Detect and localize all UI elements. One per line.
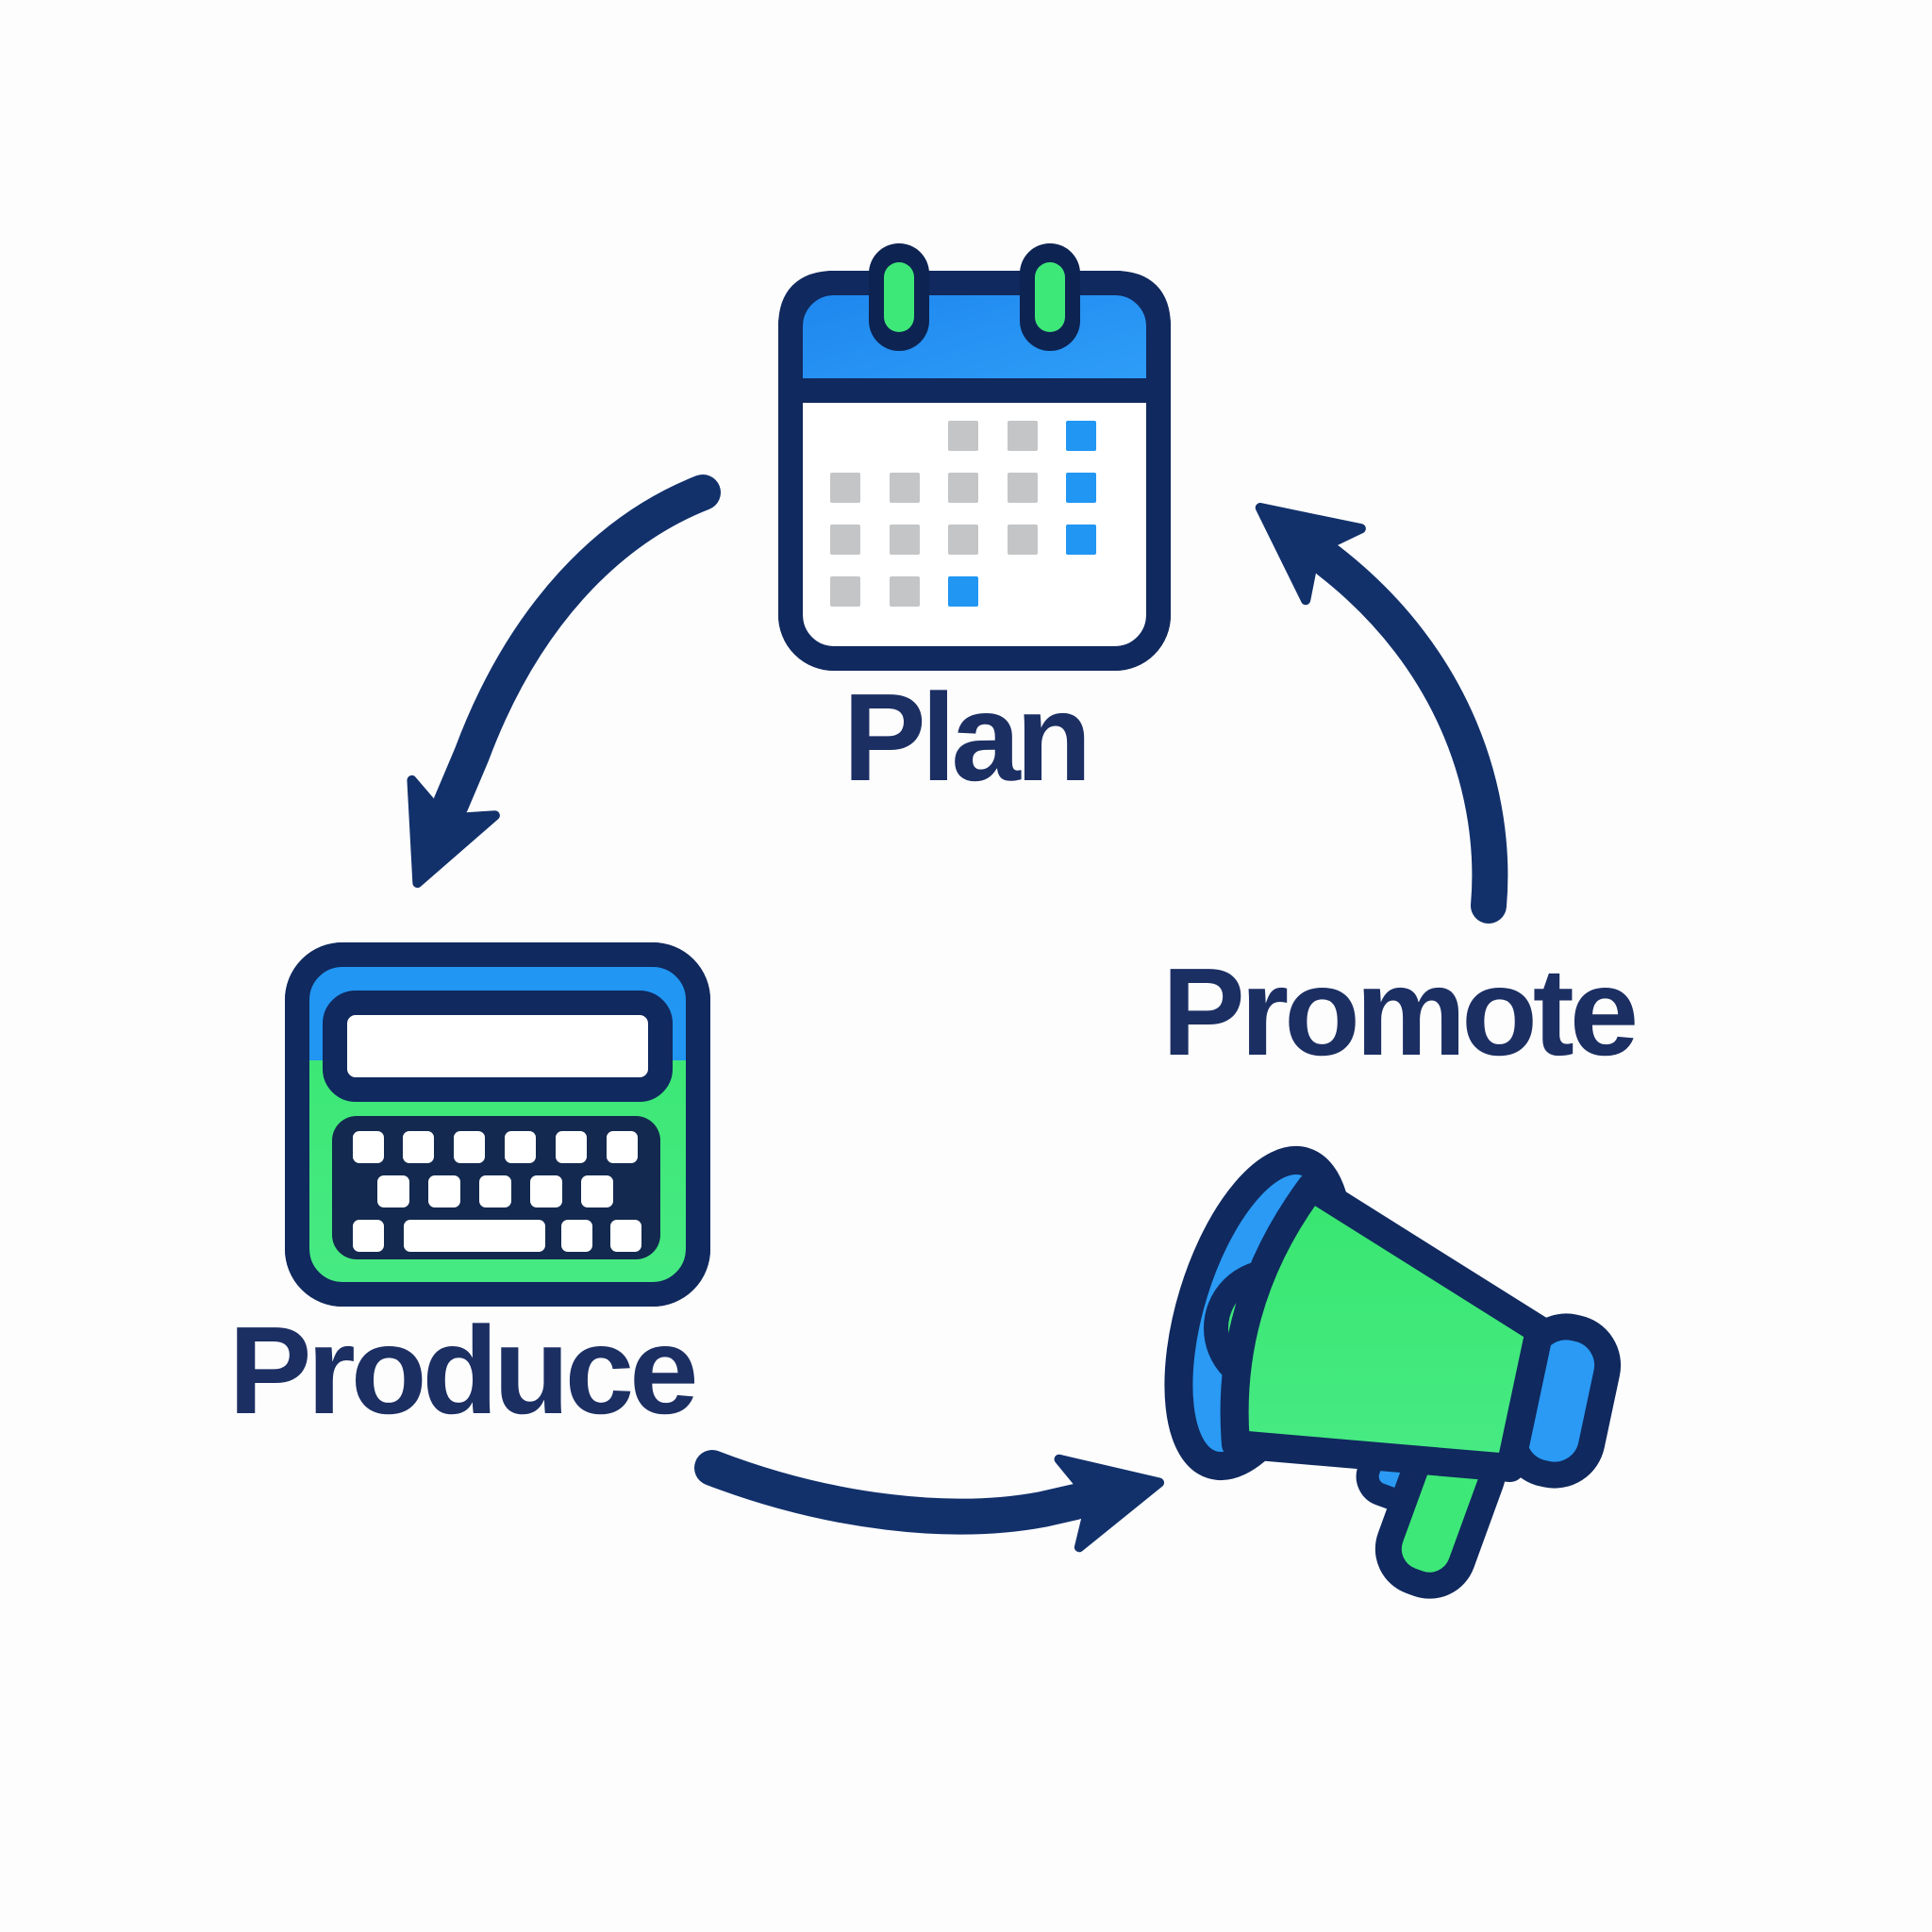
calendar-ring-icon	[869, 243, 929, 351]
calendar-icon	[778, 243, 1171, 671]
arrow-produce-to-promote	[694, 1450, 1165, 1553]
calendar-ring-icon	[1020, 243, 1080, 351]
stage-label-plan: Plan	[842, 668, 1092, 807]
arrow-promote-to-plan	[1255, 503, 1508, 924]
calendar-header	[778, 271, 1171, 403]
keyboard-icon	[285, 942, 710, 1307]
cycle-arrows	[407, 475, 1508, 1553]
stage-label-produce: Produce	[228, 1301, 698, 1440]
megaphone-horn	[1220, 1173, 1554, 1482]
stage-label-promote: Promote	[1161, 942, 1639, 1081]
keyboard-display	[323, 991, 673, 1102]
arrow-plan-to-produce	[407, 475, 721, 889]
calendar-date-grid	[830, 421, 1096, 607]
megaphone-icon	[1164, 1145, 1622, 1599]
keyboard-keys	[332, 1116, 660, 1259]
